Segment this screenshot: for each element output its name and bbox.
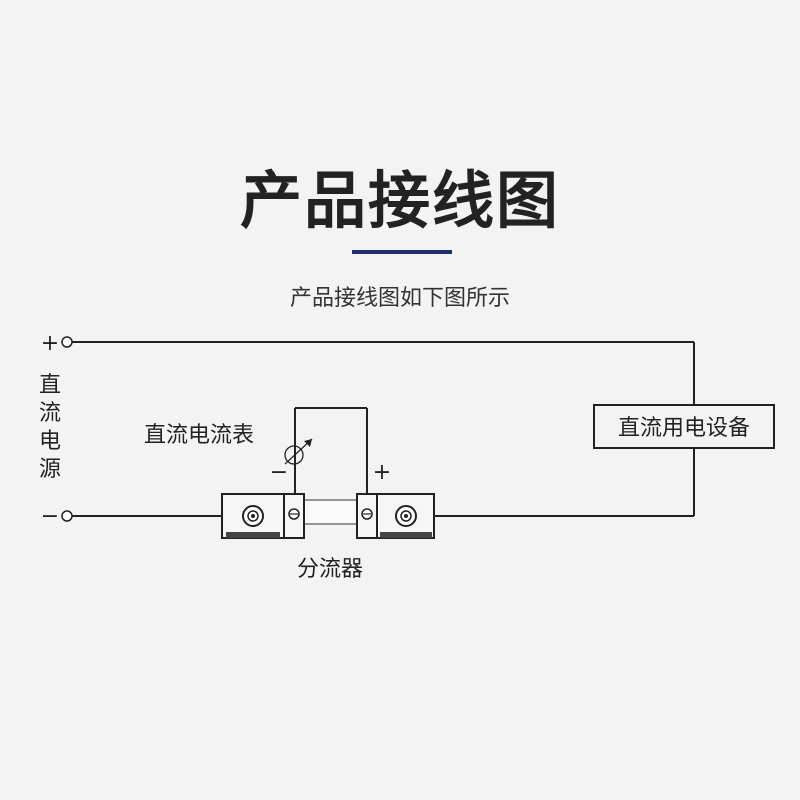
positive-symbol: + [41,331,59,356]
shunt-label: 分流器 [297,557,363,582]
shunt-icon [221,493,435,539]
ammeter-label: 直流电流表 [144,423,254,448]
equipment-label: 直流用电设备 [618,416,750,441]
negative-symbol: − [41,504,59,529]
ammeter-minus-symbol: − [270,460,288,485]
positive-terminal-icon [61,336,73,348]
power-source-char-4: 源 [39,457,61,482]
power-source-char-1: 直 [39,373,61,398]
ammeter-icon [284,438,313,465]
page-subtitle: 产品接线图如下图所示 [289,286,510,311]
ammeter-plus-symbol: + [373,460,391,485]
negative-terminal-icon [61,510,73,522]
title-underline [352,250,452,254]
equipment-box [593,404,775,449]
power-source-char-2: 流 [39,401,61,426]
page-title: 产品接线图 [239,164,560,237]
power-source-char-3: 电 [39,429,61,454]
